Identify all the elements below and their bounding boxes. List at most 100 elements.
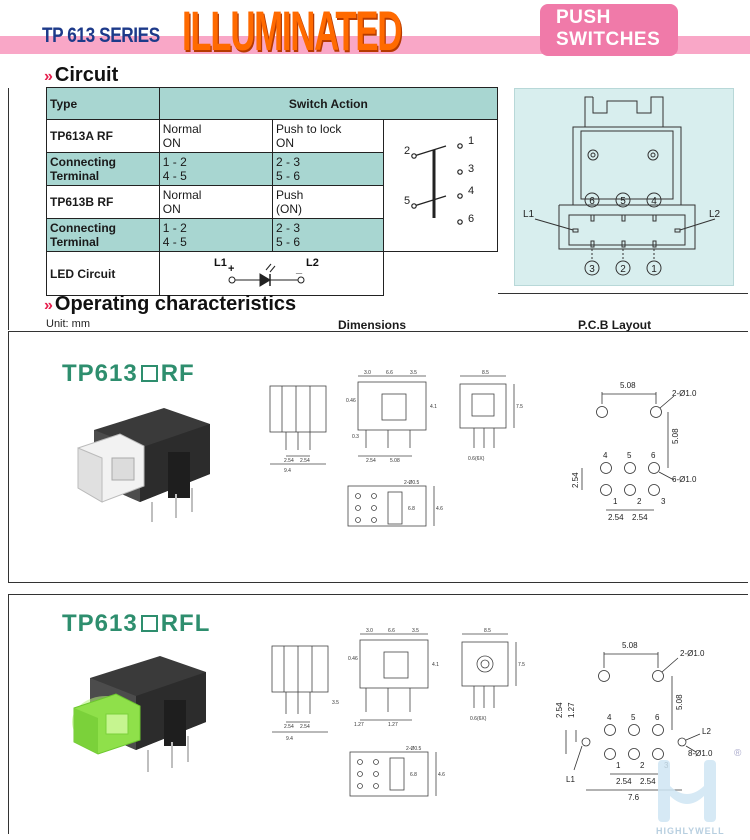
circuit-heading-text: Circuit	[54, 64, 119, 86]
chevron-icon: »	[44, 297, 53, 314]
logo-registered: ®	[734, 748, 742, 759]
switch-schematic: 1 2 3 4 5 6	[383, 119, 498, 252]
switches-label: SWITCHES	[556, 29, 661, 50]
pcb-layout-rfl: 5.08 2-Ø1.0 5.08 2.54 1.27 L2 8-Ø1.0 L1 …	[555, 641, 713, 802]
dimension-drawings-rfl: 9.4 2.54 2.54 3.5 3.0 6.6 3.5 0.46 4.1 1…	[271, 628, 525, 797]
bp-pin-3: 3	[589, 264, 595, 275]
pcb2-bottom-total: 7.6	[628, 793, 640, 802]
switch-action-table: Type Switch Action TP613A RF Normal ON P…	[46, 87, 499, 296]
pcb2-left-a: 2.54	[555, 702, 564, 718]
led-minus: _	[295, 263, 303, 275]
pcb2-pin-6: 6	[655, 713, 660, 722]
terminal-4: 4	[468, 185, 474, 197]
switch-photo-rf	[77, 408, 210, 522]
pcb1-left-dim: 2.54	[571, 472, 580, 488]
pcb2-hole-bottom: 8-Ø1.0	[688, 749, 713, 758]
dimensions-label: Dimensions	[338, 318, 407, 332]
logo-brand: HIGHLYWELL	[656, 826, 725, 836]
pcb2-bottom-b: 2.54	[640, 777, 656, 786]
dim1-a: 3.0	[364, 370, 371, 376]
terminal-6: 6	[468, 213, 474, 225]
pcb1-pin-5: 5	[627, 451, 632, 460]
led-circuit-svg: L1 + _ L2	[214, 257, 319, 287]
model2-suffix: RFL	[160, 610, 211, 637]
a-conn-2: 2 - 3 5 - 6	[271, 152, 385, 186]
bp-pin-6: 6	[589, 196, 595, 207]
operating-heading-text: Operating characteristics	[54, 293, 297, 315]
a-push: Push to lock ON	[271, 119, 385, 153]
terminal-5: 5	[404, 195, 410, 207]
pcb-layout-label: P.C.B Layout	[578, 318, 652, 332]
pcb1-pin-3: 3	[661, 497, 666, 506]
pcb1-pin-2: 2	[637, 497, 642, 506]
pcb2-pin-4: 4	[607, 713, 612, 722]
dim2-q: 2-Ø0.5	[406, 746, 422, 752]
dim1-f: 0.46	[346, 398, 356, 404]
dim2-j: 1.27	[388, 722, 398, 728]
led-l2: L2	[306, 257, 319, 269]
bp-pin-2: 2	[620, 264, 626, 275]
a-conn-1: 1 - 2 4 - 5	[158, 152, 274, 186]
dim2-f: 0.46	[348, 656, 358, 662]
dim2-g: 4.1	[432, 662, 439, 668]
pcb1-pin-4: 4	[603, 451, 608, 460]
led-l1: L1	[214, 257, 227, 269]
pcb1-pin-1: 1	[613, 497, 618, 506]
a-conn-label: Connecting Terminal	[46, 152, 160, 186]
dim1-m: 2.54	[284, 458, 294, 464]
bp-l1: L1	[523, 209, 535, 220]
circuit-heading: »Circuit	[44, 64, 118, 87]
dim1-n: 2.54	[300, 458, 310, 464]
pcb2-top-spacing: 5.08	[622, 641, 638, 650]
series-title: TP 613 SERIES	[42, 24, 160, 47]
dim2-m: 2.54	[284, 724, 294, 730]
pcb2-left-b: 1.27	[567, 702, 576, 718]
switch-blueprint: 6 5 4 3 2 1 L1 L2	[514, 88, 734, 286]
action-header: Switch Action	[158, 87, 499, 120]
dim1-o: 6.8	[408, 506, 415, 512]
dim2-e: 7.5	[518, 662, 525, 668]
led-circuit-label: LED Circuit	[46, 251, 160, 296]
dim1-g: 4.1	[430, 404, 437, 410]
model1-prefix: TP613	[62, 360, 138, 387]
dim1-p: 4.6	[436, 506, 443, 512]
pcb2-vertical: 5.08	[675, 694, 684, 710]
led-circuit-cell: L1 + _ L2	[158, 251, 385, 296]
pcb1-vertical: 5.08	[671, 428, 680, 444]
pcb-layout-rf: 5.08 2-Ø1.0 5.08 2.54 6-Ø1.0 2.54 2.54 4…	[571, 381, 697, 522]
highlywell-logo: ® HIGHLYWELL	[656, 748, 742, 836]
b-conn-1: 1 - 2 4 - 5	[158, 218, 274, 252]
dim2-a: 3.0	[366, 628, 373, 634]
dim2-h: 3.5	[332, 700, 339, 706]
pcb2-l2: L2	[702, 727, 711, 736]
circuit-rule	[498, 293, 748, 294]
switch-schematic-svg: 1 2 3 4 5 6	[404, 135, 474, 225]
terminal-3: 3	[468, 163, 474, 175]
pcb2-bottom-a: 2.54	[616, 777, 632, 786]
operating-rule	[8, 331, 748, 332]
dim2-k: 0.6(6X)	[470, 716, 487, 722]
pcb1-hole-top: 2-Ø1.0	[672, 389, 697, 398]
pcb1-bottom-b: 2.54	[632, 513, 648, 522]
blueprint-svg: 6 5 4 3 2 1 L1 L2	[523, 96, 721, 276]
dim2-l: 9.4	[286, 736, 293, 742]
model2-top-rule	[8, 594, 748, 595]
dim1-j: 5.08	[390, 458, 400, 464]
dim1-l: 9.4	[284, 468, 291, 474]
model1-left-rule	[8, 331, 9, 583]
led-plus: +	[228, 263, 234, 275]
b-conn-label: Connecting Terminal	[46, 218, 160, 252]
dim2-p: 4.6	[438, 772, 445, 778]
dim1-q: 2-Ø0.5	[404, 480, 420, 486]
b-normal: Normal ON	[158, 185, 274, 219]
dimension-drawings-rf: 9.4 2.54 2.54 3.0 6.6 3.5 0.46 4.1 0.3 2…	[269, 370, 523, 527]
dim1-e: 7.5	[516, 404, 523, 410]
pcb1-pin-6: 6	[651, 451, 656, 460]
terminal-1: 1	[468, 135, 474, 147]
pcb2-pin-2: 2	[640, 761, 645, 770]
type-b: TP613B RF	[46, 185, 160, 219]
dim2-d: 8.5	[484, 628, 491, 634]
dim2-b: 6.6	[388, 628, 395, 634]
bp-l2: L2	[709, 209, 721, 220]
